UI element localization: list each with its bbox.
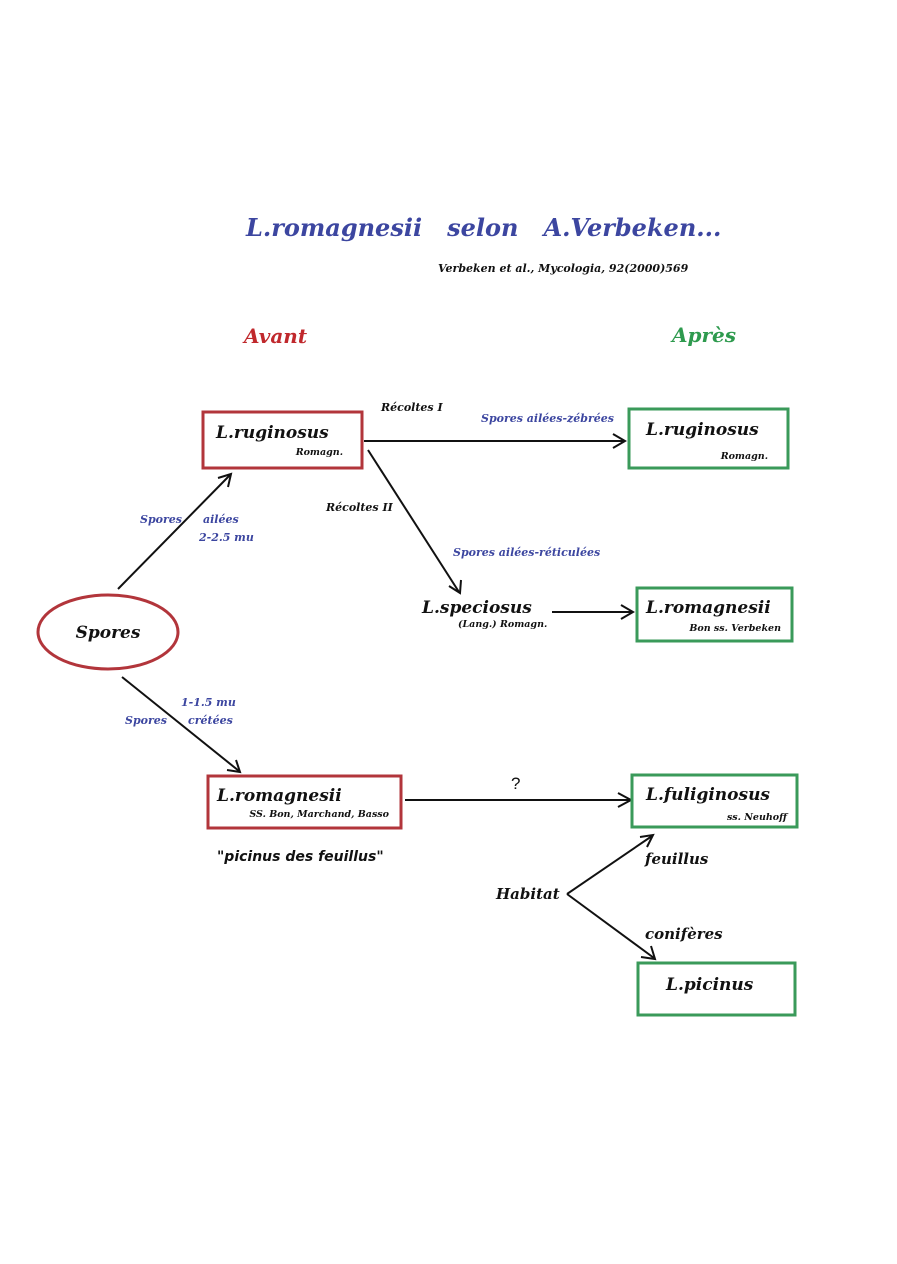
arrowhead-icon xyxy=(217,472,233,488)
habitat-label: Habitat xyxy=(495,885,560,903)
arrow-line xyxy=(117,474,231,590)
edge-label-recoltes-2: Récoltes II xyxy=(325,501,394,514)
edge-label-recoltes-1: Récoltes I xyxy=(380,401,443,414)
edge-label-spores: Spores xyxy=(125,714,167,727)
arrowhead-icon xyxy=(639,833,655,848)
species-author: Romagn. xyxy=(720,451,768,462)
edge-label-ailees: ailées xyxy=(203,513,239,526)
node-ruginosus-after: L.ruginosus Romagn. xyxy=(627,407,790,470)
species-author: (Lang.) Romagn. xyxy=(458,619,547,630)
species-name: L.romagnesii xyxy=(645,598,771,618)
edge-label-spores-reticulees: Spores ailées-réticulées xyxy=(453,546,600,559)
edge-habitat-feuillus: feuillus xyxy=(566,833,709,895)
arrowhead-icon xyxy=(226,759,242,774)
column-header-before: Avant xyxy=(242,324,308,348)
edge-habitat-coniferes: conifères xyxy=(566,893,723,961)
reference-citation: Verbeken et al., Mycologia, 92(2000)569 xyxy=(438,262,689,275)
edge-label-spores-zebrees: Spores ailées-zébrées xyxy=(481,412,614,425)
arrowhead-icon xyxy=(640,945,657,961)
edge-label-coniferes: conifères xyxy=(645,925,723,943)
node-picinus: L.picinus xyxy=(636,961,797,1017)
node-fuliginosus: L.fuliginosus ss. Neuhoff xyxy=(630,773,799,829)
species-author: Romagn. xyxy=(295,447,343,458)
box xyxy=(635,586,794,643)
edge-label-size: 2-2.5 mu xyxy=(198,531,254,544)
node-ruginosus-before: L.ruginosus Romagn. xyxy=(201,410,364,470)
node-romagnesii-after: L.romagnesii Bon ss. Verbeken xyxy=(635,586,794,643)
species-name: L.ruginosus xyxy=(215,423,329,443)
edge-recoltes-1: Récoltes I Spores ailées-zébrées xyxy=(364,401,627,449)
arrow-line xyxy=(566,893,655,959)
arrowhead-icon xyxy=(612,433,627,449)
node-romagnesii-before: L.romagnesii SS. Bon, Marchand, Basso "p… xyxy=(206,774,403,865)
node-speciosus: L.speciosus (Lang.) Romagn. xyxy=(421,598,547,630)
arrow-line xyxy=(121,676,240,772)
edge-speciosus-to-romagnesii xyxy=(552,604,635,620)
box xyxy=(636,961,797,1017)
edge-label-spores: Spores xyxy=(140,513,182,526)
spores-label: Spores xyxy=(76,623,141,643)
spores-ellipse xyxy=(36,593,180,671)
species-author: SS. Bon, Marchand, Basso xyxy=(249,809,389,820)
species-name: L.picinus xyxy=(665,975,754,995)
box xyxy=(206,774,403,830)
species-note: "picinus des feuillus" xyxy=(217,849,384,865)
species-author: ss. Neuhoff xyxy=(727,812,789,823)
species-name: L.speciosus xyxy=(421,598,532,618)
node-habitat: Habitat xyxy=(495,885,560,903)
edge-label-size: 1-1.5 mu xyxy=(181,696,236,709)
box xyxy=(630,773,799,829)
box xyxy=(201,410,364,470)
arrow-line xyxy=(566,835,653,895)
diagram-title: L.romagnesii selon A.Verbeken... xyxy=(245,213,721,242)
edge-label-question: ? xyxy=(511,774,520,793)
column-header-after: Après xyxy=(670,323,736,347)
arrowhead-icon xyxy=(620,604,635,620)
species-name: L.ruginosus xyxy=(645,420,759,440)
species-author: Bon ss. Verbeken xyxy=(688,623,781,634)
edge-recoltes-2: Récoltes II Spores ailées-réticulées xyxy=(325,449,600,595)
edge-label-cretees: crétées xyxy=(188,714,233,727)
species-name: L.fuliginosus xyxy=(645,785,770,805)
arrowhead-icon xyxy=(448,579,462,595)
edge-spores-to-ruginosus: Spores ailées 2-2.5 mu xyxy=(117,472,254,590)
node-spores: Spores xyxy=(36,593,180,671)
edge-label-feuillus: feuillus xyxy=(644,850,709,868)
edge-spores-to-romagnesii: 1-1.5 mu Spores crétées xyxy=(121,676,242,774)
arrow-line xyxy=(367,449,460,593)
edge-romagnesii-to-fuliginosus: ? xyxy=(405,774,634,808)
box xyxy=(627,407,790,470)
species-name: L.romagnesii xyxy=(216,786,342,806)
